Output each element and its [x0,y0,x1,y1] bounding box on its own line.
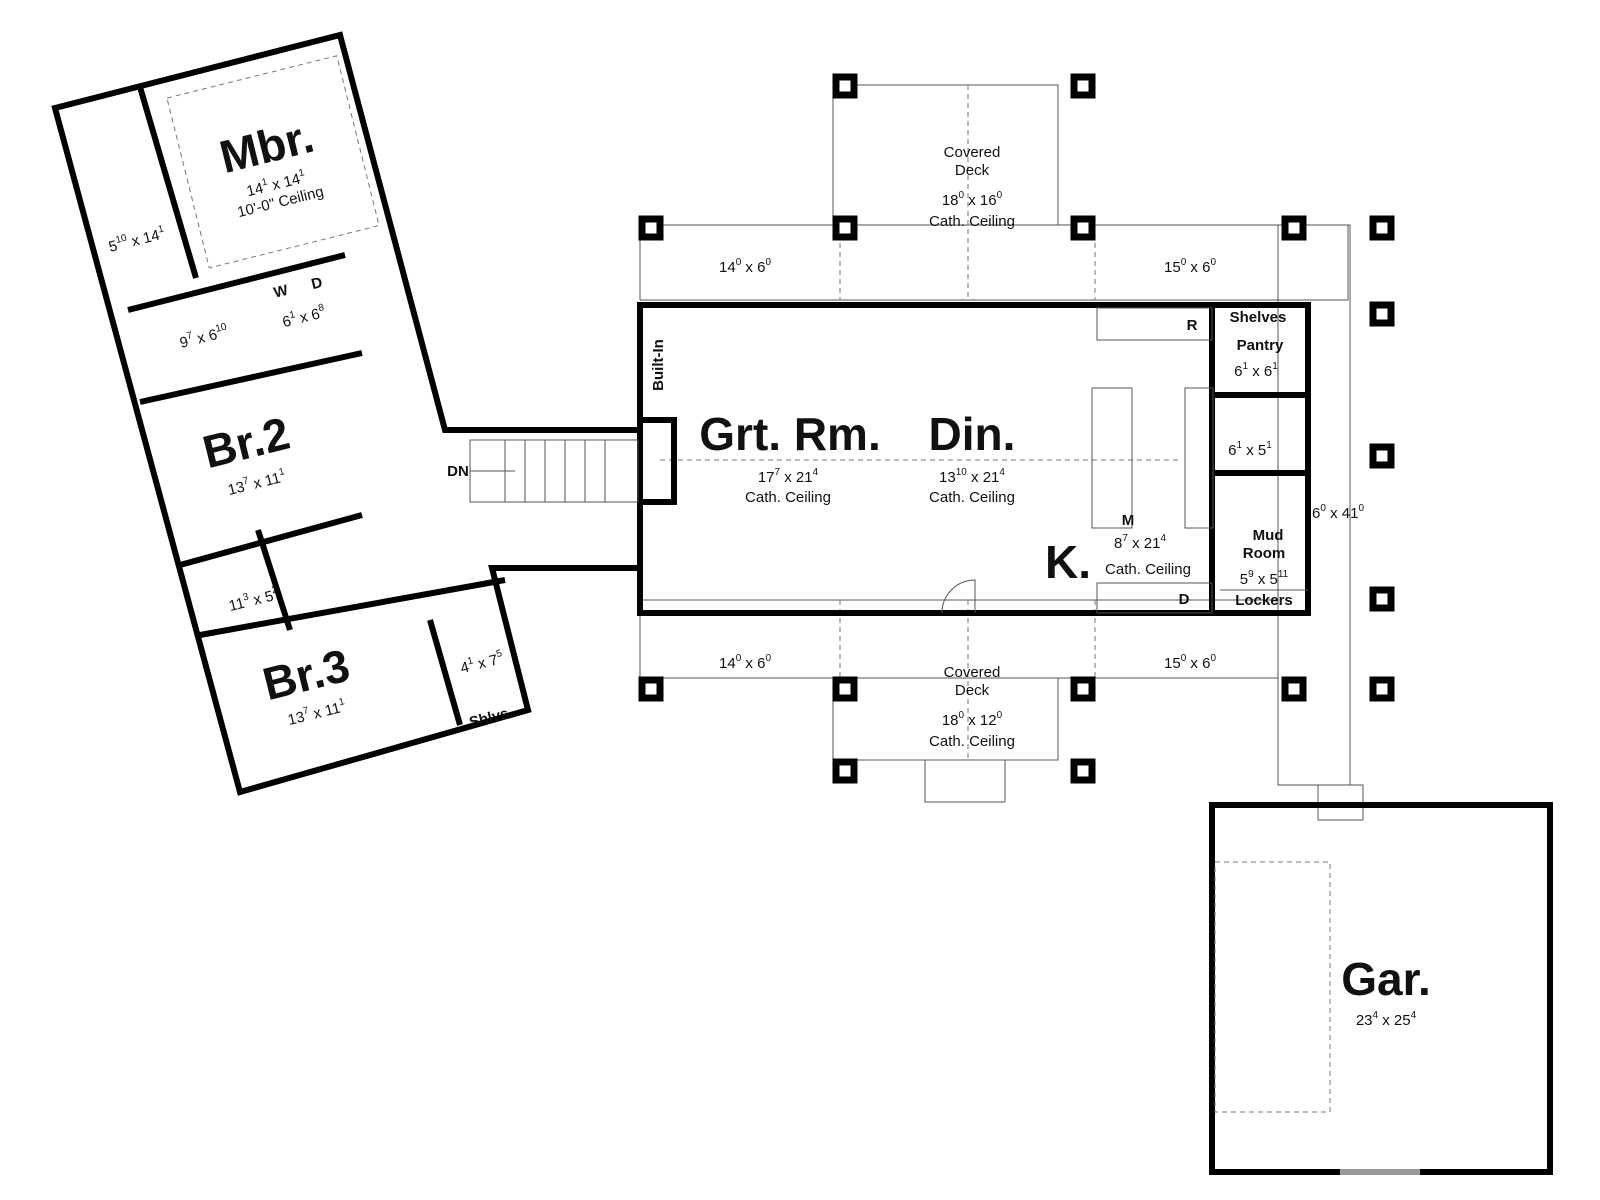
room-dims: 150 x 60 [1164,257,1216,276]
room-dims: 137 x 111 [286,696,348,729]
room-dims-wic1: 97 x 610 [177,321,230,351]
room-note: Cath. Ceiling [929,213,1015,230]
kitchen-island [1091,387,1133,529]
room-note: Cath. Ceiling [1105,561,1191,578]
room-name: Pantry [1237,337,1284,354]
room-dims: 510 x 141 [106,223,167,255]
room-dims: 59 x 511 [1240,569,1289,588]
room-dims: 234 x 254 [1356,1010,1417,1029]
dryer-label: D [310,274,325,293]
room-dims: 61 x 51 [1228,440,1272,459]
room-name: K. [1045,536,1091,588]
shelves-label: Shelves [1230,309,1287,326]
deck-steps [924,759,1006,803]
room-name: Grt. Rm. [699,408,880,460]
washer-label: W [272,281,291,301]
deck-posts [638,73,1395,784]
room-dims: 1310 x 214 [939,467,1005,486]
room-name: Covered [944,144,1001,161]
room-dims: 140 x 60 [719,653,771,672]
lockers-label: Lockers [1235,592,1293,609]
room-dims-grt: 177 x 214 [758,467,819,486]
room-dims-br3: 137 x 111 [286,696,348,729]
room-dims-porch_br: 150 x 60 [1164,653,1216,672]
shelves-label: Shlvs. [467,704,514,731]
room-note: Cath. Ceiling [929,733,1015,750]
room-dims-laundry: 61 x 68 [280,302,327,331]
room-dims-pantry: 61 x 61 [1234,361,1278,380]
room-dims: 150 x 60 [1164,653,1216,672]
room-dims-mbath: 510 x 141 [106,223,167,255]
room-dims: 180 x 160 [942,190,1003,209]
room-dims-br2: 137 x 111 [226,466,288,499]
room-dims-porch_tr: 150 x 60 [1164,257,1216,276]
room-dims-deck_bot: 180 x 120 [942,710,1003,729]
fridge-label: R [1187,317,1198,334]
room-dims: 61 x 61 [1234,361,1278,380]
room-dims-din: 1310 x 214 [939,467,1005,486]
room-dims: 113 x 52 [227,584,281,615]
room-dims: 61 x 68 [280,302,327,331]
room-dims-bath2: 113 x 52 [227,584,281,615]
room-note: Cath. Ceiling [745,489,831,506]
room-dims: 141 x 141 [244,167,308,200]
room-dims-gar: 234 x 254 [1356,1010,1417,1029]
room-dims-deck_top: 180 x 160 [942,190,1003,209]
room-name: Deck [955,682,990,699]
room-dims: 97 x 610 [177,321,230,351]
microwave-label: M [1122,512,1135,529]
room-name: Deck [955,162,990,179]
room-dims: 180 x 120 [942,710,1003,729]
room-dims: 140 x 60 [719,257,771,276]
room-dims-porch_tl: 140 x 60 [719,257,771,276]
room-dims: 137 x 111 [226,466,288,499]
room-note: Cath. Ceiling [929,489,1015,506]
room-name: Covered [944,664,1001,681]
room-dims-porch_bl: 140 x 60 [719,653,771,672]
stairs-down-label: DN [447,463,469,480]
room-name: Mud [1253,527,1284,544]
room-mbr: Mbr. 141 x 141 10'-0" Ceiling [214,110,325,221]
built-in-label: Built-In [650,339,667,391]
room-dims: 60 x 410 [1312,503,1364,522]
dishwasher-label: D [1179,591,1190,608]
room-dims: 41 x 75 [458,648,505,677]
room-dims-porch_side: 60 x 410 [1312,503,1364,522]
bedroom-wing-walls [51,31,643,796]
room-dims-kit: 87 x 214 [1114,533,1166,552]
room-name: Din. [929,408,1016,460]
room-dims-closet3: 41 x 75 [458,648,505,677]
room-dims: 87 x 214 [1114,533,1166,552]
room-dims-halfbath: 61 x 51 [1228,440,1272,459]
room-dims: 177 x 214 [758,467,819,486]
kitchen-counter [1184,387,1214,529]
room-name: Gar. [1341,953,1431,1005]
stairs [469,439,639,503]
room-name: Room [1243,545,1286,562]
room-dims-mud: 59 x 511 [1240,569,1289,588]
